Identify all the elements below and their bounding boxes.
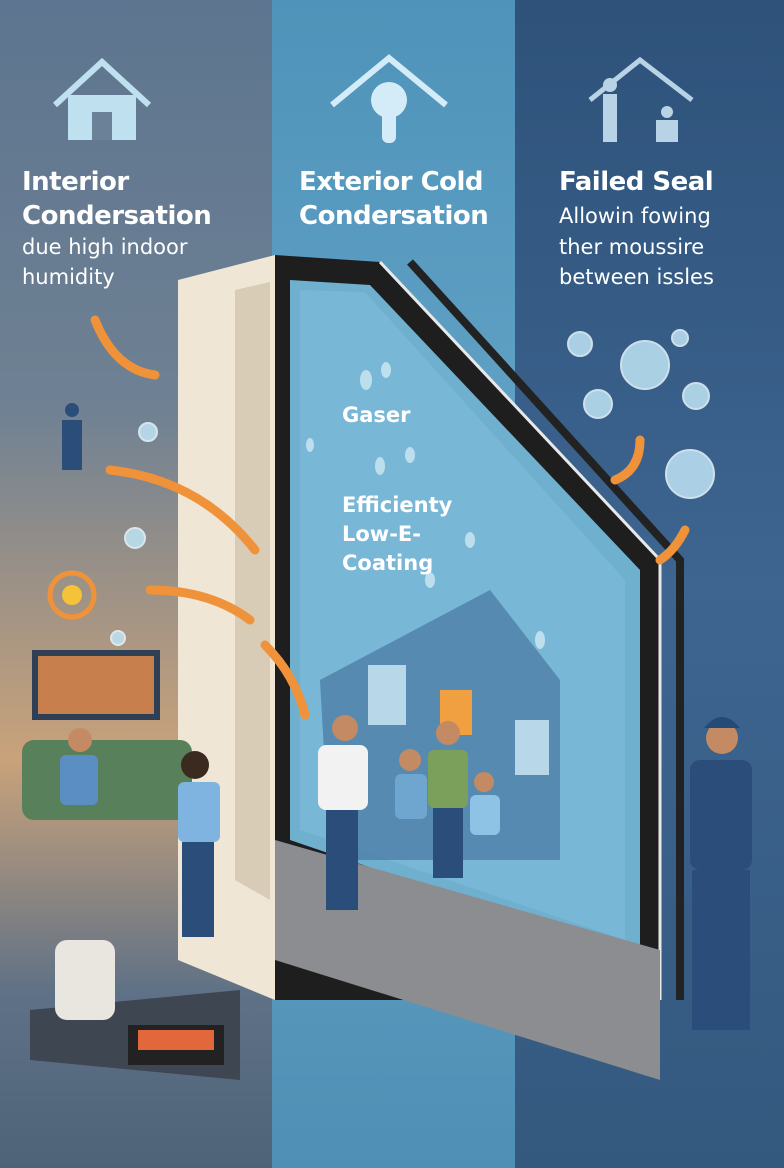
coating-label-line3: Coating (342, 551, 434, 575)
seal-sub-line3: between issles (559, 265, 714, 289)
window-sill (275, 840, 660, 1080)
flame-icon (47, 570, 97, 620)
worker-small (62, 420, 82, 470)
seal-sub-line1: Allowin fowing (559, 204, 711, 228)
humidifier (55, 940, 115, 1020)
interior-sub-line2: humidity (22, 265, 115, 289)
exterior-title-line1: Exterior Cold (299, 167, 484, 197)
arrow-icons (90, 315, 690, 720)
water-bubbles (110, 329, 715, 646)
water-drops (306, 362, 545, 649)
interior-title-line1: Interior (22, 167, 129, 197)
seal-sub-line2: ther moussire (559, 235, 705, 259)
coating-label-line1: Efficienty (342, 493, 453, 517)
gas-label: Gaser (342, 403, 411, 427)
house-icon (330, 54, 448, 108)
interior-title-line2: Condersation (22, 201, 212, 231)
exterior-title-line2: Condersation (299, 201, 489, 231)
house-icon (52, 57, 152, 108)
coating-label-line2: Low-E- (342, 522, 421, 546)
seal-title: Failed Seal (559, 167, 714, 197)
interior-sub-line1: due high indoor (22, 235, 188, 259)
sofa (22, 740, 192, 820)
worker (690, 760, 752, 870)
